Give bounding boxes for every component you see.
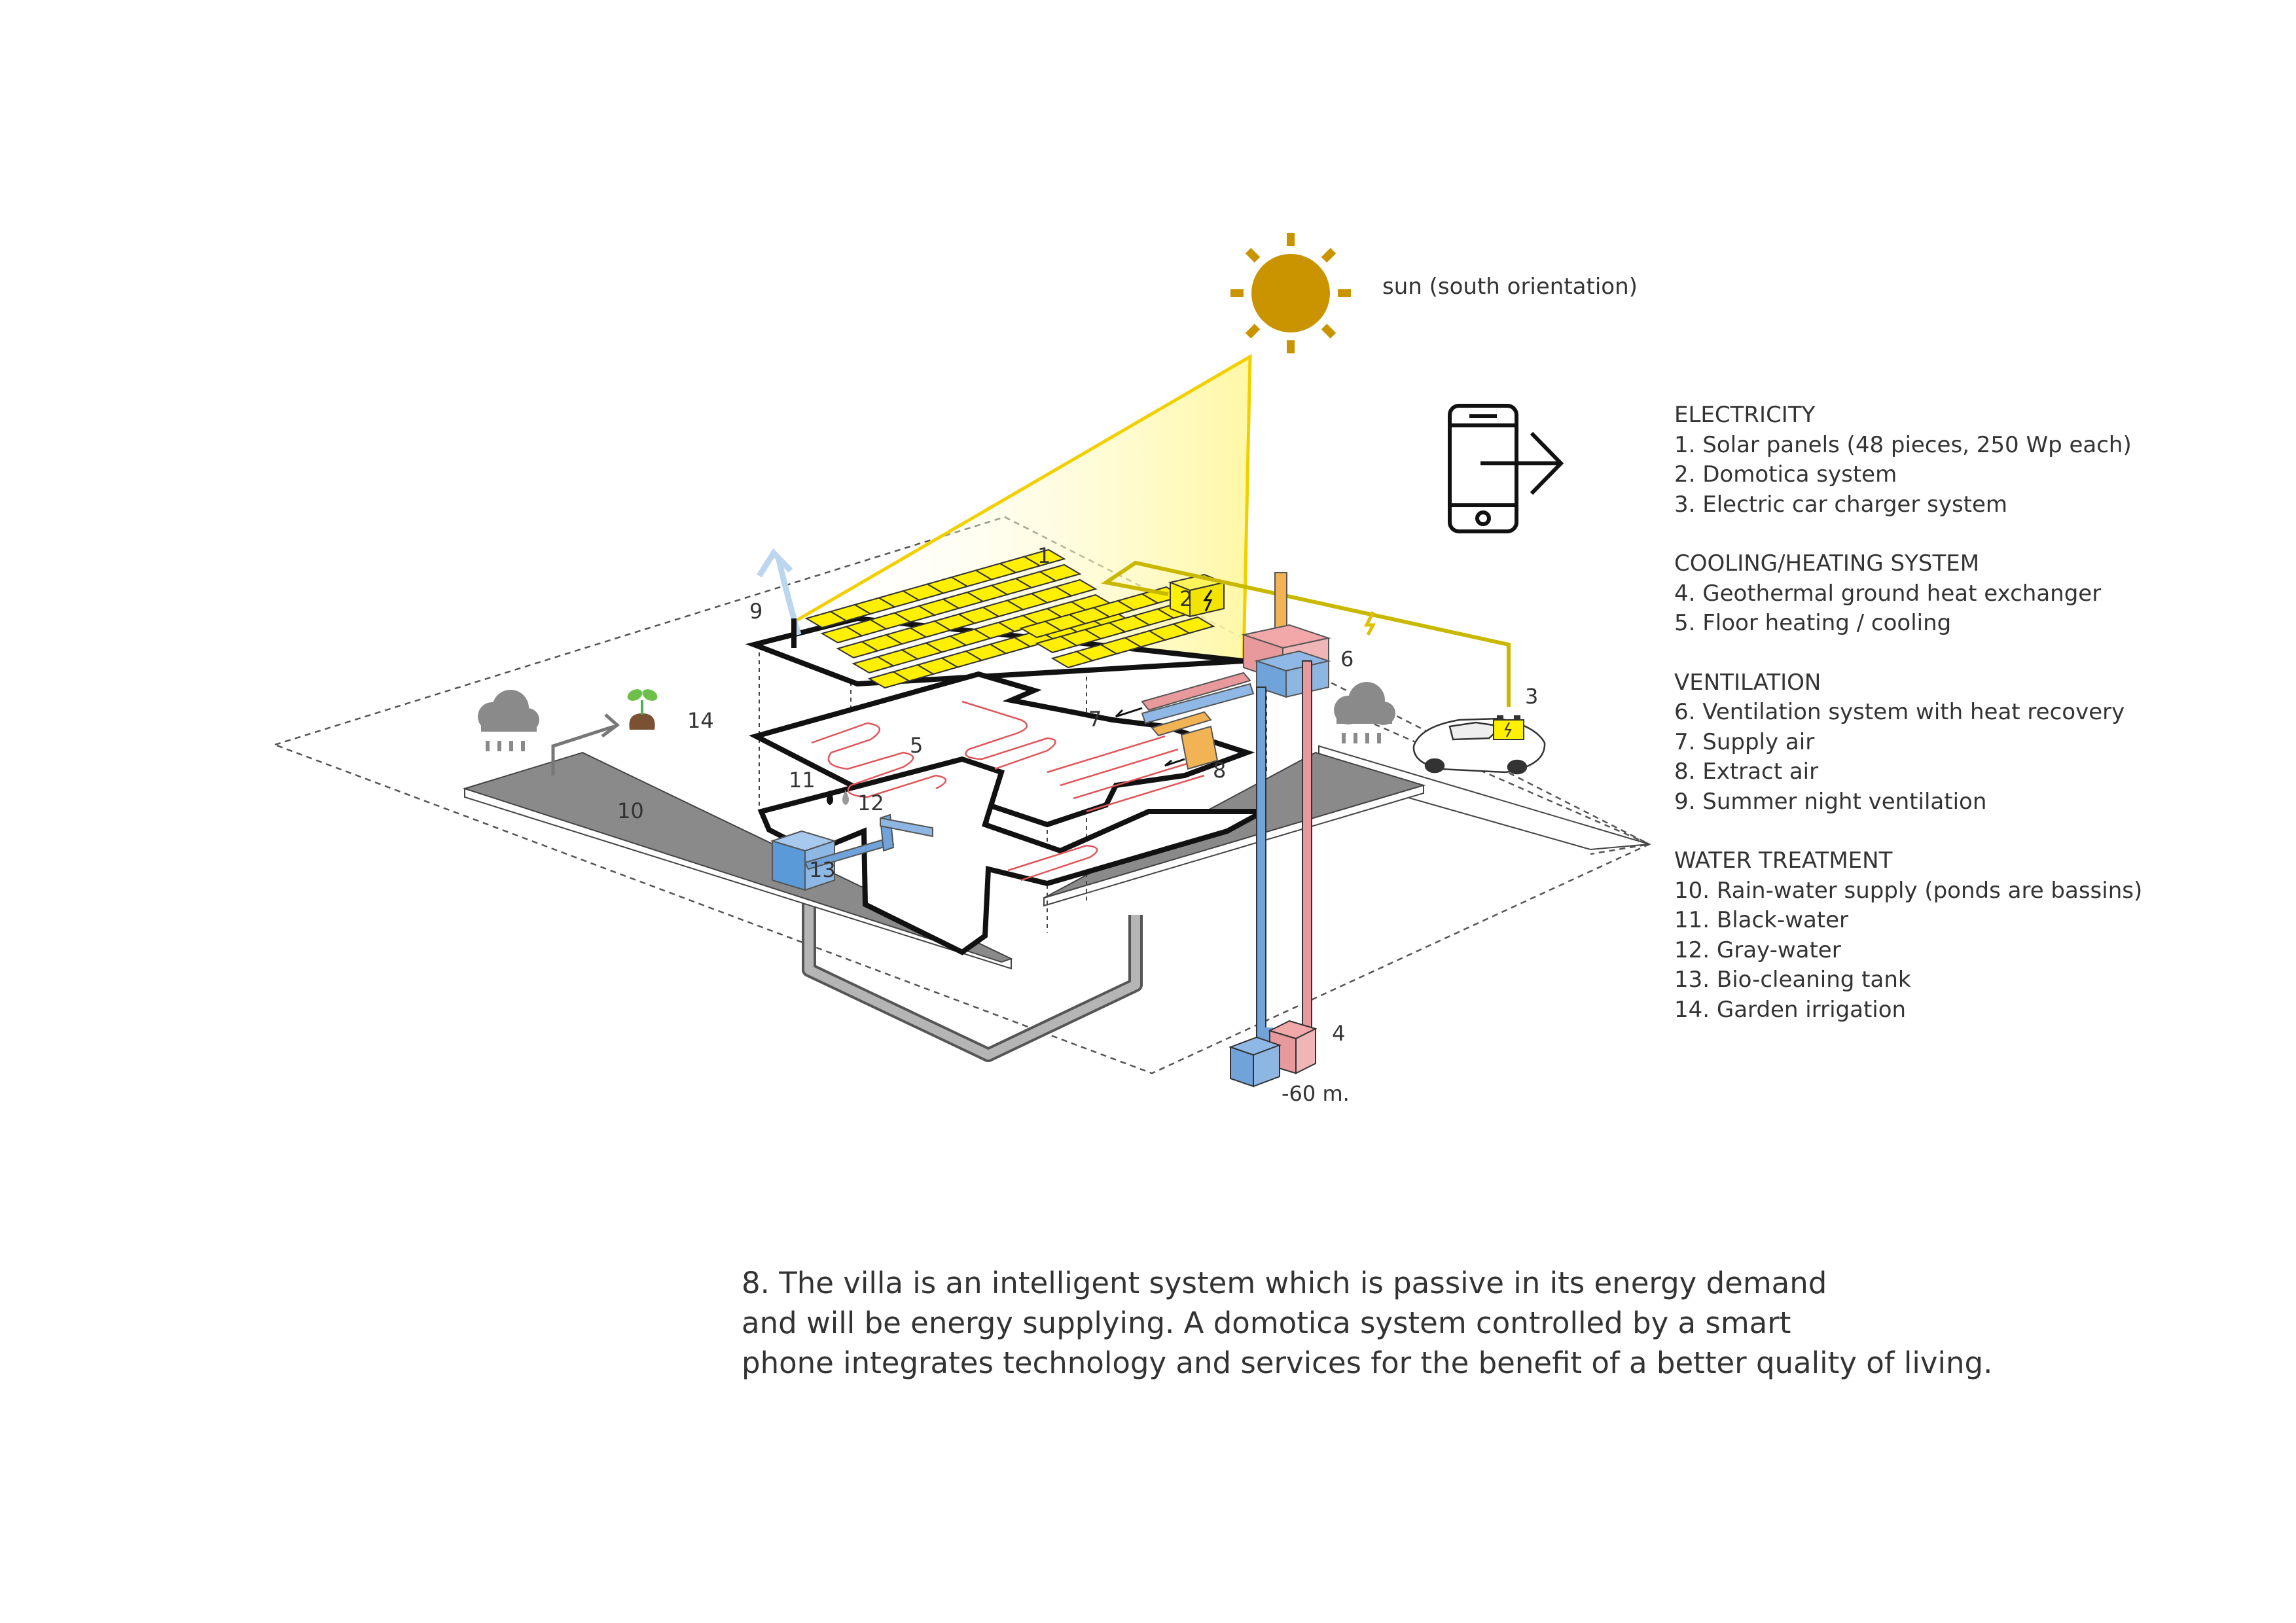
sun-label: sun (south orientation) <box>1382 274 1638 300</box>
smartphone-icon <box>1448 404 1564 533</box>
legend-item: 1. Solar panels (48 pieces, 250 Wp each) <box>1674 431 2132 458</box>
legend-water-treatment: WATER TREATMENT 10. Rain-water supply (p… <box>1674 846 2142 1025</box>
sprout-icon <box>627 689 658 730</box>
number-label: 14 <box>687 708 714 733</box>
legend-item: 2. Domotica system <box>1674 461 1897 488</box>
water-drop-icon <box>827 790 833 806</box>
legend-item: 8. Extract air <box>1674 758 1819 785</box>
air-ducts <box>1141 671 1255 770</box>
legend-ventilation: VENTILATION 6. Ventilation system with h… <box>1674 668 2142 817</box>
number-label: 7 <box>1088 707 1102 732</box>
number-label: 13 <box>809 857 836 882</box>
number-label: 10 <box>617 798 644 823</box>
sun-icon <box>1230 233 1351 353</box>
charger-cable <box>1101 560 1511 707</box>
water-drop-icon <box>842 790 849 806</box>
solar-panel <box>1022 548 1066 567</box>
caption-line: 8. The villa is an intelligent system wh… <box>742 1266 1827 1300</box>
number-label: 1 <box>1037 543 1050 568</box>
legend-item: 11. Black-water <box>1674 907 1849 933</box>
legend-item: 7. Supply air <box>1674 728 1815 755</box>
ventilation-unit <box>1241 624 1331 698</box>
legend-item: 4. Geothermal ground heat exchanger <box>1674 580 2102 607</box>
ground-floor-slab <box>757 756 1265 955</box>
solar-panel <box>1054 579 1098 597</box>
lightning-icon <box>1363 611 1376 636</box>
rain-cloud-icon <box>1334 682 1395 743</box>
legend-cooling-heating: COOLING/HEATING SYSTEM 4. Geothermal gro… <box>1674 549 2142 639</box>
solar-panel <box>1038 563 1082 582</box>
sun-beam-edge <box>791 353 1252 662</box>
legend-item: 14. Garden irrigation <box>1674 996 1907 1023</box>
legend-heading: WATER TREATMENT <box>1674 847 1893 874</box>
depth-label: -60 m. <box>1282 1081 1350 1106</box>
number-label: 11 <box>789 768 816 793</box>
floor-heating-coil <box>811 700 1205 882</box>
caption-line: phone integrates technology and services… <box>742 1346 1993 1380</box>
caption-line: and will be energy supplying. A domotica… <box>742 1306 1791 1340</box>
number-label: 3 <box>1525 684 1538 709</box>
legend-item: 5. Floor heating / cooling <box>1674 610 1952 636</box>
caption: 8. The villa is an intelligent system wh… <box>742 1263 1992 1383</box>
number-label: 9 <box>749 599 762 624</box>
number-label: 12 <box>857 791 884 815</box>
legend-item: 3. Electric car charger system <box>1674 491 2008 518</box>
duct-arrows <box>1115 707 1185 767</box>
number-label: 2 <box>1179 586 1193 611</box>
battery-icon <box>1493 715 1524 740</box>
rain-cloud-icon <box>478 690 539 751</box>
ground-water-pipe <box>802 903 1143 1062</box>
legend-item: 9. Summer night ventilation <box>1674 788 1987 815</box>
number-label: 5 <box>910 733 923 758</box>
legend: ELECTRICITY 1. Solar panels (48 pieces, … <box>1674 401 2142 1054</box>
geothermal-pipes <box>1256 660 1312 1047</box>
legend-item: 12. Gray-water <box>1674 936 1841 963</box>
number-label: 6 <box>1340 647 1354 671</box>
legend-item: 10. Rain-water supply (ponds are bassins… <box>1674 877 2143 904</box>
number-label: 4 <box>1332 1021 1345 1046</box>
legend-heading: ELECTRICITY <box>1674 402 1816 428</box>
geothermal-exchanger <box>1229 1020 1318 1088</box>
diagram-numbers: 1 2 3 4 5 6 7 8 9 10 11 12 13 14 <box>617 543 1538 1046</box>
legend-item: 6. Ventilation system with heat recovery <box>1674 699 2125 725</box>
irrigation-arrow <box>551 724 615 776</box>
night-ventilation-arrow <box>757 548 802 648</box>
lightning-icon <box>1203 590 1213 612</box>
legend-heading: VENTILATION <box>1674 669 1821 696</box>
legend-item: 13. Bio-cleaning tank <box>1674 967 1911 993</box>
electric-car-icon <box>1412 717 1546 775</box>
solar-panels <box>804 548 1215 689</box>
solar-panel <box>1172 616 1215 634</box>
irrigation-arrow-head <box>601 713 620 738</box>
number-label: 8 <box>1213 758 1226 783</box>
legend-heading: COOLING/HEATING SYSTEM <box>1674 550 1980 577</box>
bio-cleaning-tank <box>770 813 933 891</box>
legend-electricity: ELECTRICITY 1. Solar panels (48 pieces, … <box>1674 401 2142 520</box>
sun-beam <box>792 357 1250 661</box>
